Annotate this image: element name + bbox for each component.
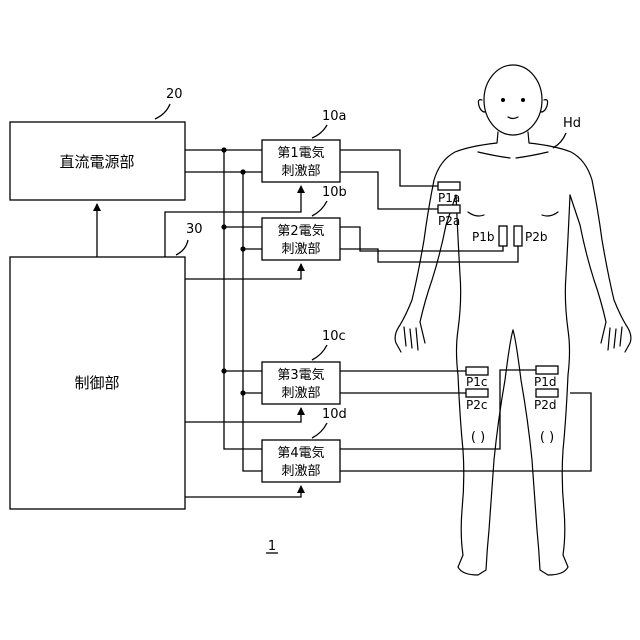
knee-mark-right: ( ): [540, 430, 554, 445]
knee-mark-left: ( ): [471, 430, 485, 445]
electrode-wiring: [340, 150, 591, 471]
human-ref: Hd: [563, 116, 581, 131]
label-p1c: P1c: [466, 375, 487, 389]
left-eye: [501, 98, 505, 102]
electrode-p1c: [466, 367, 488, 375]
electrode-p1d: [536, 366, 558, 374]
torso-right: [565, 195, 570, 375]
label-p2c: P2c: [466, 398, 487, 412]
right-arm-inner: [570, 195, 606, 322]
stim-1-ref-leader: [312, 125, 327, 138]
dc-power-label: 直流電源部: [59, 153, 134, 171]
chest-marks: [468, 212, 558, 216]
wire-stim4-p1d: [340, 370, 536, 449]
control-label: 制御部: [74, 374, 119, 392]
right-eye: [521, 98, 525, 102]
electrode-p2a: [438, 205, 460, 213]
dc-power-ref-leader: [155, 104, 170, 119]
wire-stim1-p1a: [340, 150, 438, 186]
rail-b: [243, 172, 262, 471]
stim-2-line2: 刺激部: [281, 242, 320, 257]
stim-1-line2: 刺激部: [281, 164, 320, 179]
dc-power-ref: 20: [166, 87, 183, 102]
stim-4-ref-leader: [312, 423, 327, 438]
stim-3-ref-leader: [312, 345, 327, 360]
label-p2b: P2b: [525, 230, 548, 244]
stim-3-ref: 10c: [322, 329, 346, 344]
electrode-p2d: [536, 389, 558, 397]
stim-2-line1: 第2電気: [277, 223, 324, 239]
junction-dot: [221, 224, 226, 229]
electrode-p2b: [514, 226, 522, 246]
head: [484, 65, 542, 135]
human-body-figure: [395, 65, 631, 575]
stim-4-line1: 第4電気: [277, 445, 324, 461]
stim-4-ref: 10d: [322, 407, 347, 422]
label-p1b: P1b: [472, 230, 495, 244]
stim-3-line2: 刺激部: [281, 386, 320, 401]
right-hand: [601, 322, 631, 352]
control-to-stim4-arrow: [185, 486, 301, 497]
electrode-p1b: [499, 226, 507, 246]
clavicle: [478, 152, 548, 158]
stim-2-ref-leader: [312, 201, 327, 216]
figure-number: 1: [268, 539, 276, 554]
stim-1-ref: 10a: [322, 109, 347, 124]
label-p2a: P2a: [438, 214, 460, 228]
junction-dot: [240, 169, 245, 174]
wire-stim2-p2b: [340, 246, 518, 262]
wire-stim1-p2a: [340, 172, 438, 209]
left-shoulder-arm-outer: [400, 132, 498, 325]
label-p1a: P1a: [438, 191, 460, 205]
mouth: [508, 117, 518, 119]
junction-dot: [240, 390, 245, 395]
stim-4-line2: 刺激部: [281, 464, 320, 479]
left-hand: [395, 322, 425, 352]
stim-2-ref: 10b: [322, 185, 347, 200]
junction-dot: [221, 368, 226, 373]
label-p2d: P2d: [534, 398, 557, 412]
right-shoulder-arm-outer: [528, 132, 626, 325]
junction-dot: [221, 147, 226, 152]
electrode-p2c: [466, 389, 488, 397]
control-ref: 30: [186, 222, 203, 237]
stim-3-line1: 第3電気: [277, 367, 324, 383]
human-ref-leader: [553, 133, 566, 148]
stim-1-line1: 第1電気: [277, 145, 324, 161]
label-p1d: P1d: [534, 375, 557, 389]
control-ref-leader: [176, 240, 188, 255]
junction-dot: [240, 246, 245, 251]
electrode-p1a: [438, 182, 460, 190]
